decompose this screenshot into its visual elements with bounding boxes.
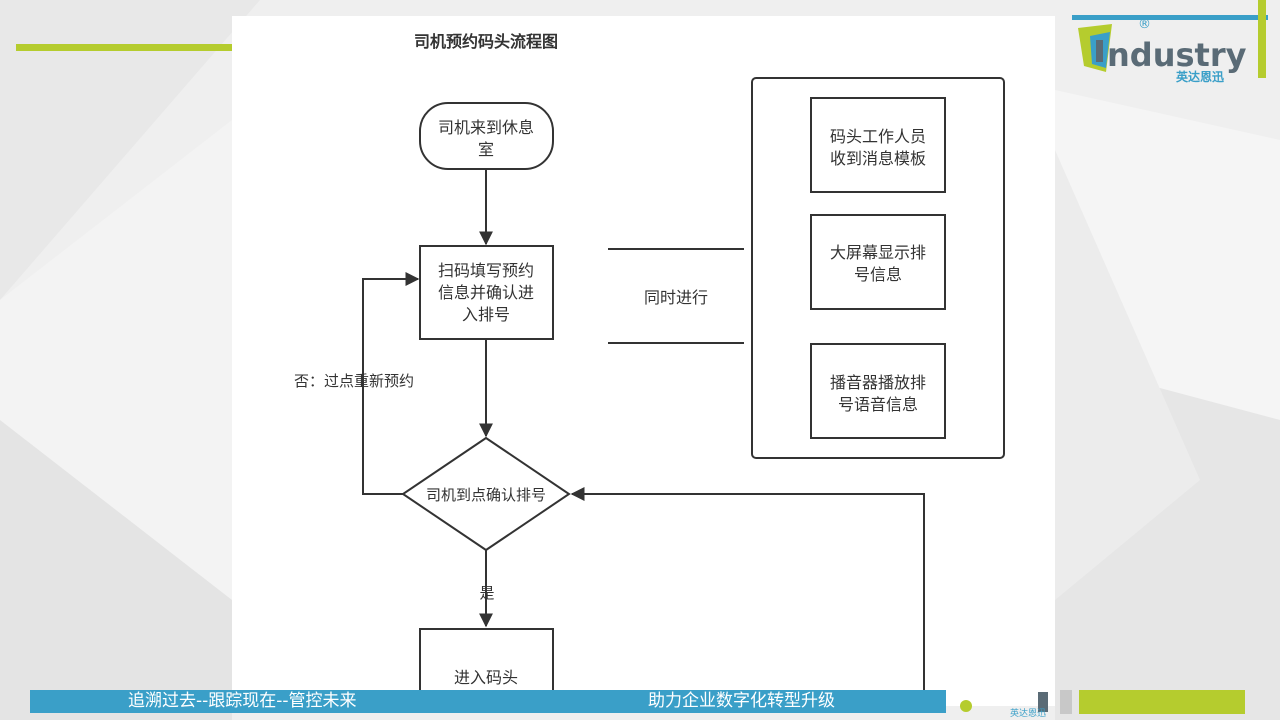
logo-wordmark: ndustry xyxy=(1107,36,1247,74)
footer-bar xyxy=(30,690,946,713)
label-parallel-line: 同时进行 xyxy=(644,288,708,307)
scan-node-label-line: 信息并确认进 xyxy=(438,283,534,302)
worker-node-label-line: 码头工作人员 xyxy=(830,127,926,146)
decision-node-label-line: 司机到点确认排号 xyxy=(426,486,546,504)
speaker-node-label-line: 号语音信息 xyxy=(838,395,918,414)
label-no-line: 否：过点重新预约 xyxy=(294,372,414,390)
start-node-label-line: 室 xyxy=(478,140,494,159)
footer-slogan-right: 助力企业数字化转型升级 xyxy=(648,691,835,711)
label-parallel: 同时进行 xyxy=(644,288,708,307)
flowchart-panel: 司机预约码头流程图 司机来到休息室 扫码填写预约信息并确认进入排号 司机到点确认… xyxy=(232,16,1055,706)
worker-node-label-line: 收到消息模板 xyxy=(830,149,926,168)
screen-node-label-line: 号信息 xyxy=(854,265,902,284)
logo-registered-mark: ® xyxy=(1138,17,1151,32)
speaker-node-label-line: 播音器播放排 xyxy=(830,373,926,392)
label-yes-line: 是 xyxy=(479,584,494,602)
screen-node-label: 大屏幕显示排号信息 xyxy=(830,243,926,284)
footer-gray-block xyxy=(1060,690,1072,714)
start-node-label: 司机来到休息室 xyxy=(438,118,534,159)
logo-side-bar xyxy=(1258,0,1266,78)
logo-top-bar xyxy=(1072,15,1268,20)
footer-green-block xyxy=(1079,690,1245,714)
screen-node xyxy=(810,214,946,310)
logo-i-icon xyxy=(1078,24,1112,72)
flowchart: 司机预约码头流程图 司机来到休息室 扫码填写预约信息并确认进入排号 司机到点确认… xyxy=(294,32,1005,706)
scan-node-label-line: 入排号 xyxy=(462,305,510,324)
footer-logo-icon xyxy=(960,692,1048,712)
diagram-title: 司机预约码头流程图 xyxy=(414,32,558,51)
worker-node-label: 码头工作人员收到消息模板 xyxy=(830,127,926,168)
start-node-label-line: 司机来到休息 xyxy=(438,118,534,137)
speaker-node-label: 播音器播放排号语音信息 xyxy=(830,373,926,414)
logo-subtitle: 英达恩迅 xyxy=(1176,70,1225,84)
footer-logo-subtitle: 英达恩迅 xyxy=(1010,709,1047,719)
scan-node-label: 扫码填写预约信息并确认进入排号 xyxy=(438,261,534,324)
scan-node-label-line: 扫码填写预约 xyxy=(438,261,534,280)
accent-line xyxy=(16,44,232,51)
decision-node-label: 司机到点确认排号 xyxy=(426,486,546,504)
enter-node-label-line: 进入码头 xyxy=(454,668,518,687)
enter-node-label: 进入码头 xyxy=(454,668,518,687)
screen-node-label-line: 大屏幕显示排 xyxy=(830,243,926,262)
scan-node xyxy=(419,245,554,340)
label-no: 否：过点重新预约 xyxy=(294,372,414,390)
footer-slogan-left: 追溯过去--跟踪现在--管控未来 xyxy=(128,691,357,711)
label-yes: 是 xyxy=(479,584,494,602)
edge-no-loop xyxy=(362,272,420,495)
speaker-node xyxy=(810,343,946,439)
edge-return xyxy=(570,487,925,706)
diagram-title-line: 司机预约码头流程图 xyxy=(414,32,558,51)
worker-node xyxy=(810,97,946,193)
